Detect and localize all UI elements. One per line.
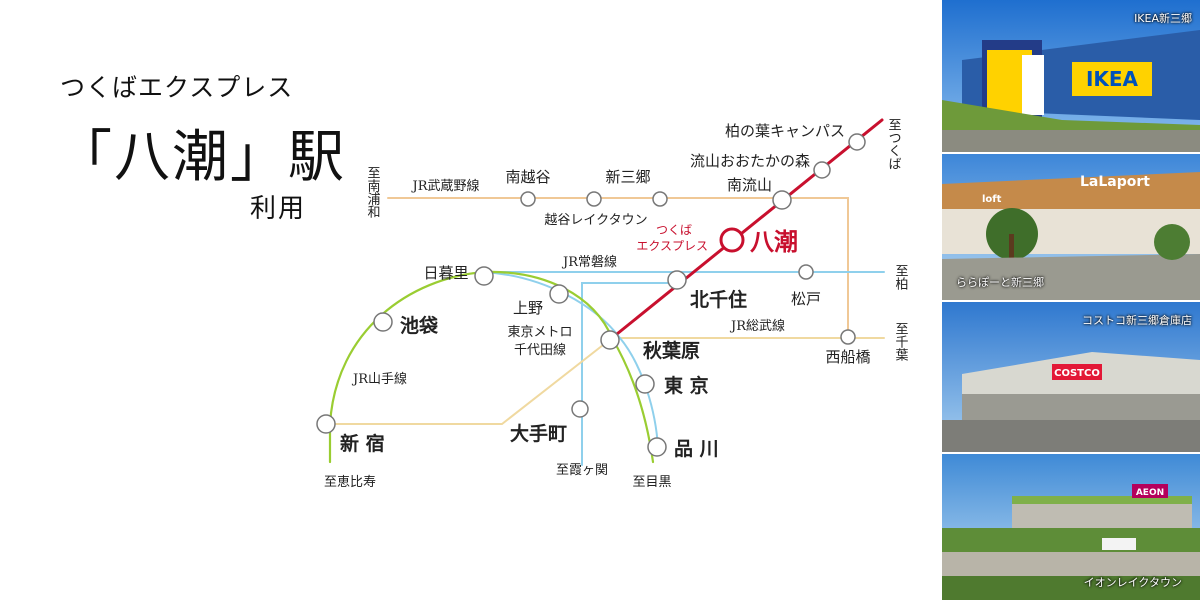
line-label-yamanote: JR山手線	[351, 371, 407, 387]
lalaport-photo: LaLaport loft ららぽーと新三郷	[942, 154, 1200, 300]
line-label-sobu: JR総武線	[729, 318, 785, 334]
hero-station-label: 八潮	[750, 227, 798, 256]
tx-label-2: エクスプレス	[636, 239, 708, 253]
station-marker-tokyo[interactable]	[635, 374, 655, 394]
yamanote-line	[328, 270, 655, 464]
direction-ebisu: 至恵比寿	[324, 475, 376, 490]
station-marker-shinjuku[interactable]	[316, 414, 336, 434]
station-marker-otemachi[interactable]	[571, 400, 589, 418]
station-marker-matsudo[interactable]	[798, 264, 814, 280]
label-otemachi: 大手町	[510, 422, 567, 445]
line-name-heading: つくばエクスプレス	[60, 73, 294, 102]
label-ueno: 上野	[513, 299, 543, 317]
label-shinjuku: 新 宿	[340, 432, 385, 455]
station-title: 「八潮」駅	[56, 125, 346, 190]
svg-text:IKEA: IKEA	[1086, 67, 1139, 91]
station-marker-shinagawa[interactable]	[647, 437, 667, 457]
label-tokyo: 東 京	[664, 374, 709, 397]
label-shinagawa: 品 川	[674, 438, 719, 460]
label-koshigaya-laketown: 越谷レイクタウン	[544, 213, 647, 228]
label-minami-nagareyama: 南流山	[727, 176, 772, 194]
photo-caption-ikea: IKEA新三郷	[1134, 12, 1192, 25]
svg-text:loft: loft	[982, 194, 1002, 205]
photo-strip: IKEA IKEA新三郷 LaLaport loft ららぽーと新三郷	[942, 0, 1200, 600]
svg-text:AEON: AEON	[1136, 488, 1164, 498]
tsukuba-express-line	[610, 118, 884, 340]
photo-caption-costco: コストコ新三郷倉庫店	[1082, 314, 1192, 327]
station-marker-akihabara[interactable]	[600, 330, 620, 350]
title-block: つくばエクスプレス 「八潮」駅 利用	[0, 0, 344, 260]
station-marker-nishi-funabashi[interactable]	[840, 329, 856, 345]
svg-text:COSTCO: COSTCO	[1054, 368, 1100, 379]
line-label-musashino: JR武蔵野線	[411, 178, 480, 194]
tx-label-1: つくば	[656, 223, 692, 237]
direction-kashiwa: 至柏	[893, 264, 909, 290]
label-nishi-funabashi: 西船橋	[825, 348, 870, 366]
station-marker-koshigaya-laketown[interactable]	[586, 191, 602, 207]
station-marker-ueno[interactable]	[549, 284, 569, 304]
svg-text:LaLaport: LaLaport	[1080, 174, 1150, 190]
usage-label: 利用	[250, 194, 307, 224]
label-shin-misato: 新三郷	[605, 168, 650, 186]
costco-photo: COSTCO コストコ新三郷倉庫店	[942, 302, 1200, 452]
label-nagareyama-otaka: 流山おおたかの森	[690, 152, 810, 170]
photo-caption-lalaport: ららぽーと新三郷	[956, 276, 1044, 289]
musashino-line	[387, 197, 849, 338]
keihin-tohoku-line	[483, 271, 659, 449]
direction-meguro: 至目黒	[632, 475, 671, 490]
label-akihabara: 秋葉原	[643, 339, 700, 362]
station-marker-minami-koshigaya[interactable]	[520, 191, 536, 207]
label-matsudo: 松戸	[791, 290, 821, 308]
station-marker-yashio[interactable]	[719, 227, 745, 253]
photo-caption-aeon-laketown: イオンレイクタウン	[1083, 576, 1182, 589]
label-minami-koshigaya: 南越谷	[505, 168, 550, 186]
direction-chiba: 至千葉	[893, 322, 909, 361]
station-marker-shin-misato[interactable]	[652, 191, 668, 207]
station-marker-kashiwanoha[interactable]	[848, 133, 866, 151]
label-nippori: 日暮里	[423, 264, 468, 282]
station-marker-kita-senju[interactable]	[667, 270, 687, 290]
line-label-chiyoda-2: 千代田線	[514, 342, 566, 358]
direction-tsukuba: 至つくば	[886, 118, 902, 170]
station-marker-minami-nagareyama[interactable]	[772, 190, 792, 210]
line-label-joban: JR常磐線	[561, 254, 617, 270]
chuo-line	[329, 337, 613, 425]
station-marker-ikebukuro[interactable]	[373, 312, 393, 332]
station-marker-nagareyama-otaka[interactable]	[813, 161, 831, 179]
direction-minami-urawa: 至南浦和	[365, 166, 381, 218]
label-ikebukuro: 池袋	[400, 314, 439, 337]
direction-kasumigaseki: 至霞ヶ関	[556, 463, 608, 478]
ikea-store-photo: IKEA IKEA新三郷	[942, 0, 1200, 152]
label-kita-senju: 北千住	[690, 288, 747, 311]
station-marker-nippori[interactable]	[474, 266, 494, 286]
label-kashiwanoha: 柏の葉キャンパス	[725, 122, 845, 140]
aeon-laketown-photo: AEON イオンレイクタウン	[942, 454, 1200, 600]
route-map: 八潮 つくば エクスプレス 柏の葉キャンパス 流山おおたかの森 南流山 南越谷 …	[316, 118, 909, 490]
line-label-chiyoda-1: 東京メトロ	[507, 324, 572, 340]
